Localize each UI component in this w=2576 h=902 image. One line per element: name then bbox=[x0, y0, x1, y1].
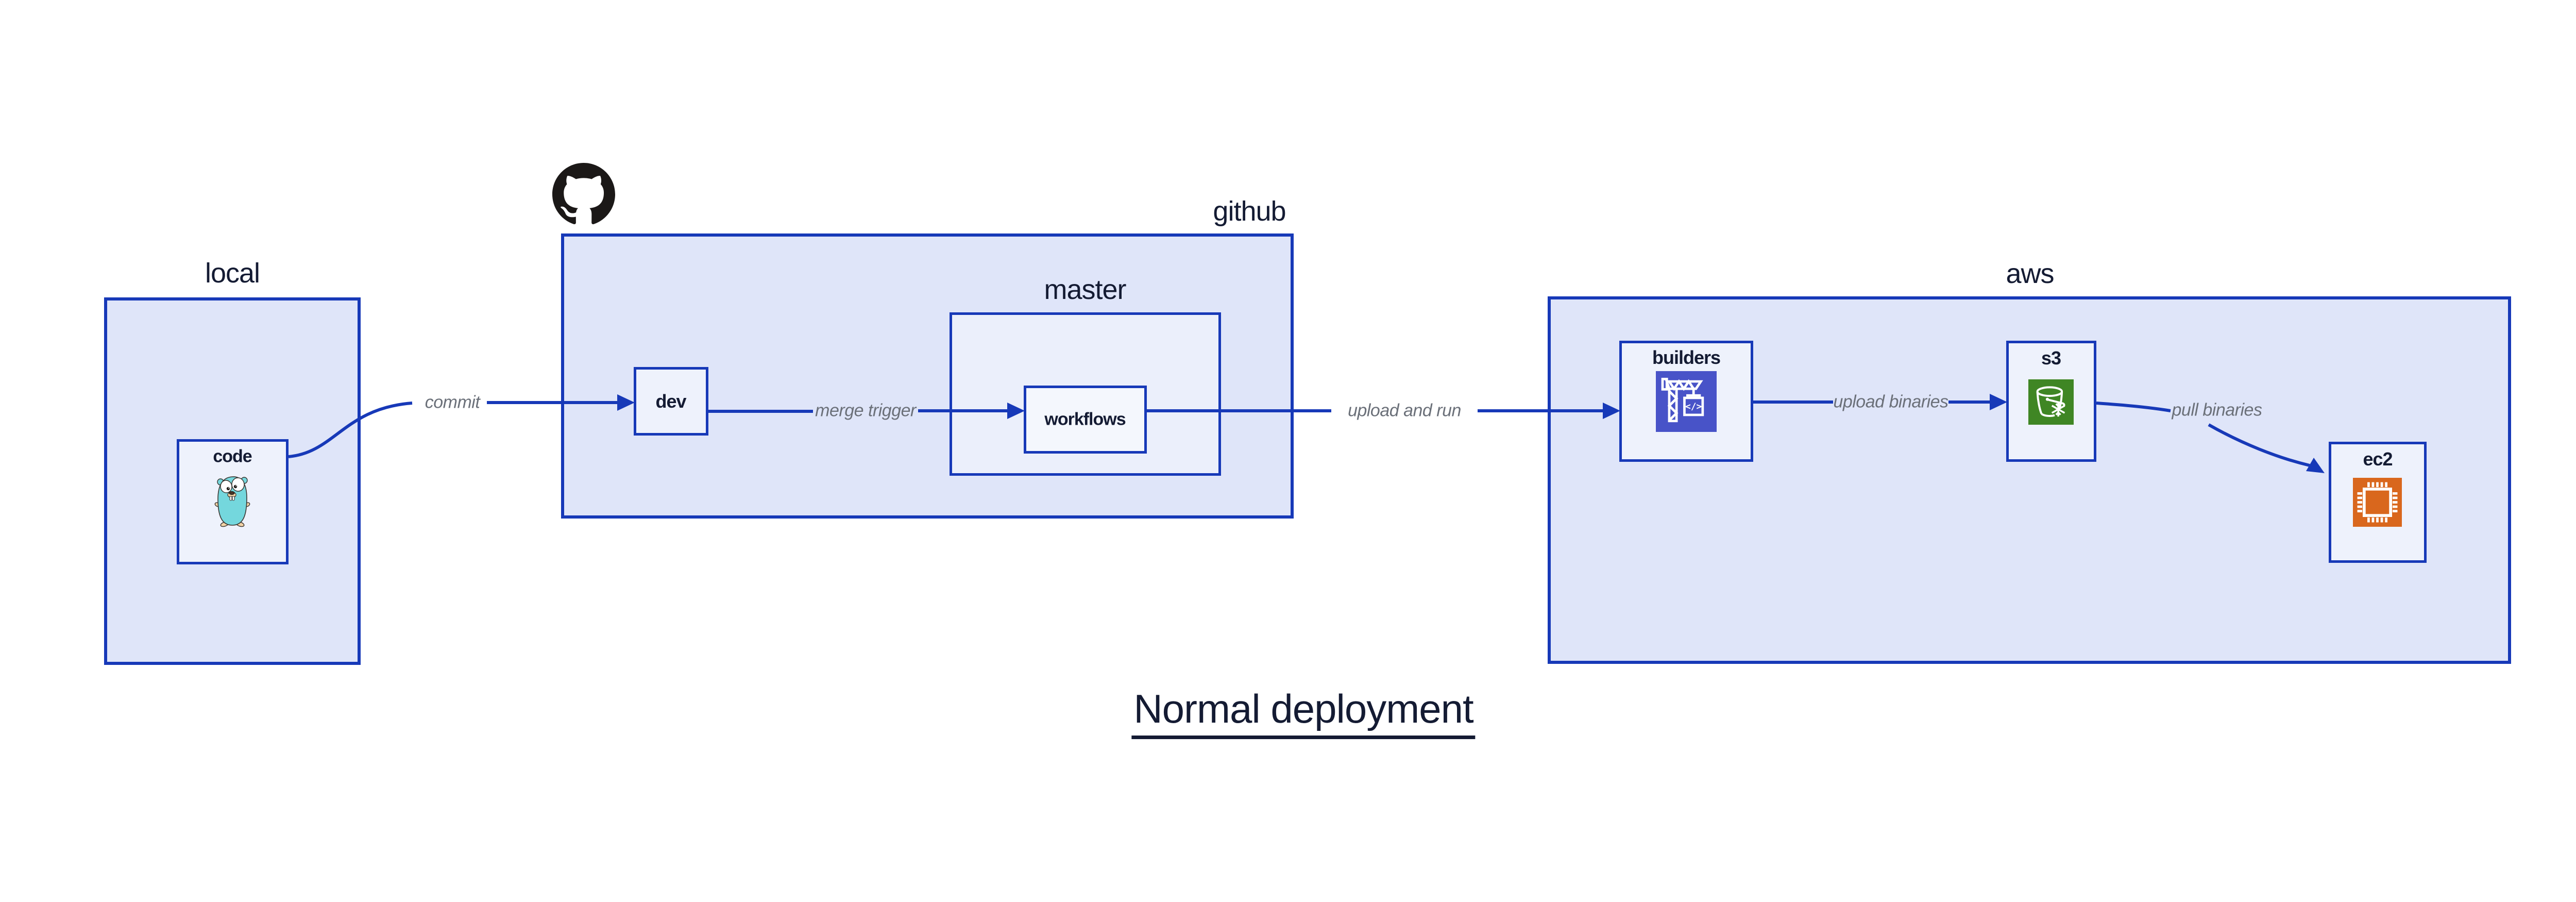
upload-binaries-edge-label: upload binaries bbox=[1833, 392, 1948, 412]
pull-binaries-edge-label: pull binaries bbox=[2172, 400, 2262, 420]
codebuild-crane-icon: </> bbox=[1656, 371, 1717, 432]
ec2-chip-icon bbox=[2353, 478, 2402, 527]
gopher-icon bbox=[214, 475, 250, 528]
aws-group-label: aws bbox=[2006, 258, 2054, 289]
upload-and-run-edge-label: upload and run bbox=[1348, 400, 1461, 421]
master-group-label: master bbox=[1044, 274, 1126, 305]
github-logo-icon bbox=[552, 163, 615, 226]
ec2-node-label: ec2 bbox=[2363, 448, 2393, 470]
builders-node-label: builders bbox=[1652, 347, 1721, 368]
s3-node-label: s3 bbox=[2041, 347, 2061, 369]
builders-node-box bbox=[1619, 341, 1753, 462]
dev-node-box bbox=[634, 367, 708, 436]
code-node-label: code bbox=[213, 446, 252, 466]
local-group-label: local bbox=[205, 258, 260, 289]
github-group-label: github bbox=[1213, 196, 1286, 227]
workflows-node-box bbox=[1024, 386, 1147, 454]
svg-text:</>: </> bbox=[1685, 402, 1702, 412]
commit-edge-label: commit bbox=[425, 392, 480, 412]
diagram-title: Normal deployment bbox=[1131, 686, 1476, 739]
s3-bucket-icon bbox=[2028, 379, 2074, 425]
merge-trigger-edge-label: merge trigger bbox=[815, 400, 916, 421]
dev-node-label: dev bbox=[655, 391, 686, 412]
workflows-node-label: workflows bbox=[1044, 409, 1126, 429]
